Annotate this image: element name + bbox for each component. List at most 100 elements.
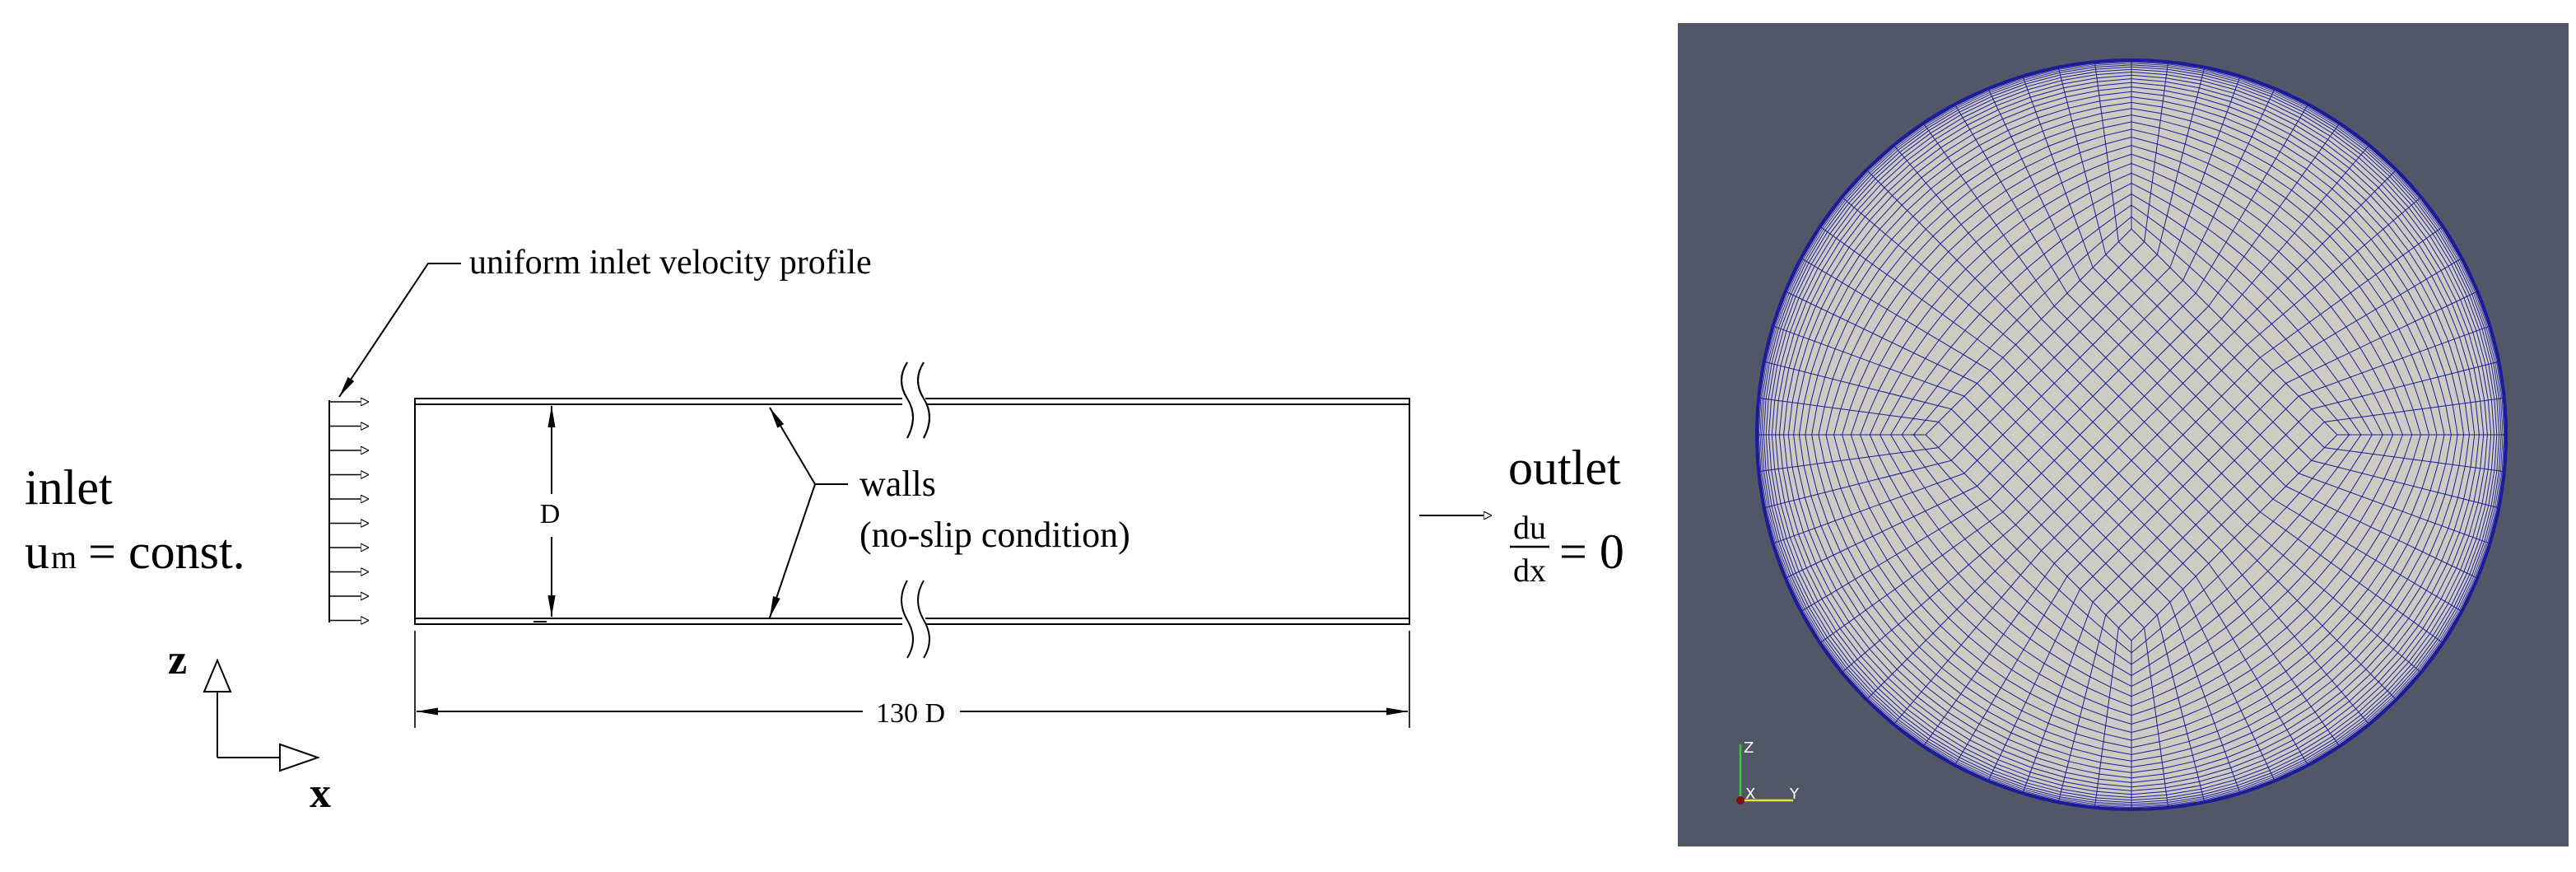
mesh-line xyxy=(1798,101,2465,768)
axis-z-label: z xyxy=(168,637,187,683)
mesh-line xyxy=(1954,104,2068,294)
mesh-line xyxy=(1842,145,2421,725)
inlet-label: inlet xyxy=(25,460,113,515)
mesh-line xyxy=(1793,96,2470,773)
mesh-line xyxy=(1880,183,2383,687)
mesh-line xyxy=(1866,537,2029,701)
mesh-line xyxy=(2311,361,2499,410)
inlet-velocity-subscript: m xyxy=(51,539,77,576)
mesh-line xyxy=(2324,447,2504,473)
mesh-line xyxy=(2298,325,2490,397)
mesh-line xyxy=(2311,459,2499,509)
mesh-line xyxy=(1950,408,2158,616)
mesh-line xyxy=(2066,370,2274,577)
mesh-line xyxy=(2156,67,2206,255)
mesh-line xyxy=(1890,194,2373,676)
mesh-line xyxy=(2259,226,2443,358)
mesh-line xyxy=(1893,144,2043,319)
mesh-grid xyxy=(1756,59,2507,810)
mesh-line xyxy=(2324,397,2504,422)
mesh-line xyxy=(2057,614,2107,803)
mesh-line xyxy=(2220,550,2370,725)
triad-y-label: Y xyxy=(1789,786,1800,803)
mesh-line xyxy=(1763,459,1952,509)
mesh-line xyxy=(2057,67,2107,255)
walls-label: walls xyxy=(859,464,936,504)
mesh-line xyxy=(2094,62,2119,242)
mesh-line xyxy=(1765,68,2498,801)
mesh-line xyxy=(1841,524,2016,674)
diameter-dimension: D xyxy=(533,406,561,623)
mesh-line xyxy=(2247,524,2422,674)
mesh-line xyxy=(2247,196,2422,346)
mesh-line xyxy=(1819,226,2004,358)
mesh-line xyxy=(2182,589,2276,781)
mesh-line xyxy=(2015,344,2222,551)
mesh-line xyxy=(1763,66,2500,804)
coordinate-axes: z x xyxy=(168,637,331,817)
mesh-line xyxy=(1800,258,1991,371)
mesh-line xyxy=(1938,422,2145,628)
mesh-line xyxy=(2169,601,2241,794)
outlet-annotation: outlet du dx = 0 xyxy=(1419,441,1624,589)
mesh-line xyxy=(2195,104,2308,294)
mesh-line xyxy=(2195,576,2308,766)
mesh-line xyxy=(1759,63,2504,807)
mesh-line xyxy=(1818,121,2445,748)
length-label: 130 D xyxy=(876,698,945,729)
mesh-line xyxy=(2220,144,2370,319)
mesh-line xyxy=(1787,91,2476,779)
triad-origin xyxy=(1736,796,1745,804)
mesh-line xyxy=(1775,78,2488,791)
inlet-velocity-profile xyxy=(328,400,369,623)
inlet-velocity-label: um= const. xyxy=(25,525,245,579)
mesh-line xyxy=(1761,64,2502,805)
mesh-line xyxy=(1800,498,1991,612)
inlet-profile-label: uniform inlet velocity profile xyxy=(469,244,872,282)
mesh-cross-section-view: Z X Y xyxy=(1678,23,2569,846)
no-slip-label: (no-slip condition) xyxy=(859,515,1130,555)
mesh-line xyxy=(2234,169,2397,333)
mesh-wall-boundary xyxy=(1755,58,2508,811)
length-dimension: 130 D xyxy=(414,631,1410,729)
mesh-line xyxy=(1841,196,2016,346)
mesh-line xyxy=(2080,383,2286,590)
mesh-line xyxy=(2182,88,2276,281)
mesh-line xyxy=(2259,511,2443,644)
mesh-line xyxy=(1819,511,2004,644)
mesh-line xyxy=(1987,88,2080,281)
mesh-line xyxy=(1987,589,2080,781)
mesh-line xyxy=(1850,153,2413,716)
mesh-line xyxy=(2105,408,2313,616)
mesh-line xyxy=(1772,473,1965,544)
triad-z-label: Z xyxy=(1744,739,1754,757)
mesh-line xyxy=(1785,291,1977,384)
mesh-line xyxy=(1825,128,2438,741)
outlet-rhs: = 0 xyxy=(1559,525,1624,579)
inlet-profile-leader xyxy=(338,263,461,398)
mesh-line xyxy=(1763,361,1952,410)
mesh-line xyxy=(2092,395,2299,603)
mesh-line xyxy=(2208,123,2341,307)
mesh-line xyxy=(1758,447,1939,473)
pipe xyxy=(414,361,1410,659)
mesh-line xyxy=(1785,486,1977,579)
mesh-line xyxy=(2285,291,2478,384)
mesh-line xyxy=(2053,357,2261,564)
inlet-velocity-rest: = const. xyxy=(88,525,245,579)
mesh-line xyxy=(1922,123,2055,307)
orientation-triad: Z X Y xyxy=(1736,739,1800,804)
mesh-line xyxy=(1954,576,2068,766)
mesh-line xyxy=(2272,498,2462,612)
mesh-line xyxy=(2094,627,2119,808)
mesh-line xyxy=(2022,76,2094,268)
mesh-line xyxy=(2156,614,2206,803)
mesh-line xyxy=(2028,331,2235,539)
mesh-line xyxy=(2169,76,2241,268)
mesh-line xyxy=(2272,258,2462,371)
mesh-line xyxy=(1866,169,2029,333)
triad-x-label: X xyxy=(1745,786,1755,803)
diameter-label: D xyxy=(540,499,561,529)
mesh-line xyxy=(1922,562,2055,747)
